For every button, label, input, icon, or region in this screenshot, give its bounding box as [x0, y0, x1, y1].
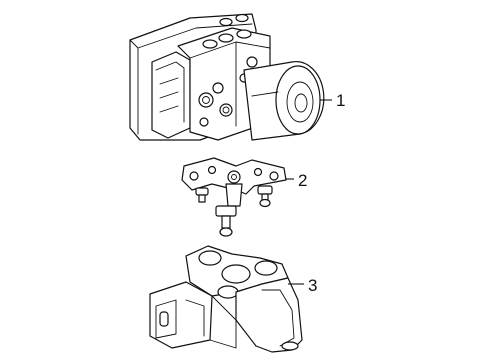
callout-label-3: 3 — [308, 276, 317, 295]
callout-3: 3 — [288, 276, 317, 295]
callout-1: 1 — [320, 91, 345, 110]
support-bracket[interactable] — [149, 245, 303, 353]
callout-label-1: 1 — [336, 91, 345, 110]
hydraulic-block — [177, 27, 271, 141]
abs-modulator-unit[interactable] — [129, 13, 325, 141]
mounting-bracket[interactable] — [181, 157, 287, 237]
support-flange — [149, 281, 213, 349]
isolator-stud-right — [257, 185, 273, 208]
isolator-stud-rear — [195, 187, 209, 203]
callout-label-2: 2 — [298, 171, 307, 190]
callout-2: 2 — [286, 171, 307, 190]
support-leg — [235, 277, 303, 353]
isolator-stud-left — [215, 205, 237, 237]
